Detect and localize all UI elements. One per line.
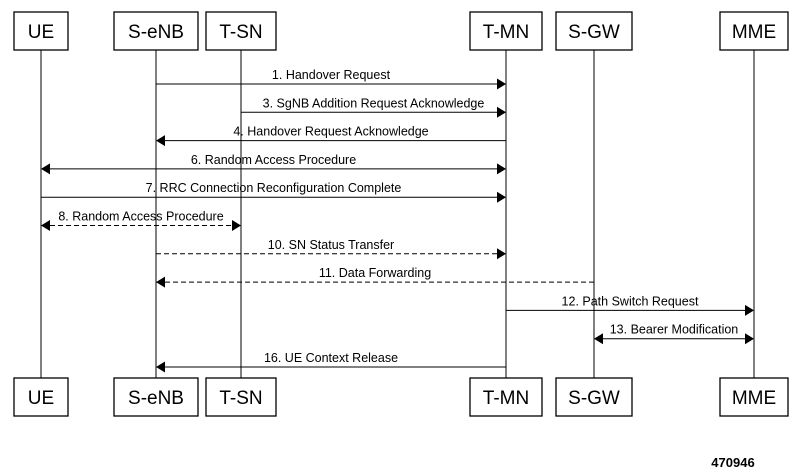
arrowhead — [745, 333, 754, 345]
message-label: 6. Random Access Procedure — [191, 153, 356, 167]
message-1: 1. Handover Request — [156, 68, 506, 90]
arrowhead — [156, 276, 165, 288]
message-8: 11. Data Forwarding — [156, 266, 594, 288]
actor-bottom-mme: MME — [719, 377, 789, 417]
arrowhead — [232, 220, 241, 231]
arrowhead — [745, 304, 754, 316]
arrowhead — [41, 220, 50, 231]
message-7: 10. SN Status Transfer — [156, 238, 506, 260]
message-label: 4. Handover Request Acknowledge — [233, 125, 428, 139]
actor-box — [205, 377, 277, 417]
actor-box — [555, 377, 633, 417]
arrowhead — [497, 191, 506, 203]
arrowhead — [156, 135, 165, 147]
actor-label: T-SN — [219, 388, 262, 409]
actor-label: MME — [732, 22, 776, 43]
message-label: 13. Bearer Modification — [610, 323, 739, 337]
actor-label: S-eNB — [128, 388, 184, 409]
actor-label: T-MN — [483, 22, 529, 43]
actor-box — [113, 377, 199, 417]
message-9: 12. Path Switch Request — [506, 294, 754, 316]
message-label: 8. Random Access Procedure — [58, 210, 223, 224]
arrowhead — [497, 163, 506, 175]
actor-top-ue: UE — [13, 11, 69, 51]
actor-box — [719, 377, 789, 417]
actor-bottom-ue: UE — [13, 377, 69, 417]
message-label: 7. RRC Connection Reconfiguration Comple… — [146, 181, 402, 195]
actor-bottom-tmn: T-MN — [469, 377, 543, 417]
actors-top: UE S-eNB T-SN T-MN S-GW MME — [13, 11, 789, 51]
actor-bottom-tsn: T-SN — [205, 377, 277, 417]
actor-box — [719, 11, 789, 51]
actor-label: T-SN — [219, 22, 262, 43]
actor-bottom-sgw: S-GW — [555, 377, 633, 417]
message-label: 1. Handover Request — [272, 68, 391, 82]
arrowhead — [41, 163, 50, 175]
actor-label: S-GW — [568, 388, 620, 409]
actor-label: S-eNB — [128, 22, 184, 43]
message-2: 3. SgNB Addition Request Acknowledge — [241, 96, 506, 118]
actor-top-tsn: T-SN — [205, 11, 277, 51]
actor-box — [13, 377, 69, 417]
actor-label: MME — [732, 388, 776, 409]
actor-box — [555, 11, 633, 51]
message-label: 16. UE Context Release — [264, 351, 398, 365]
actors-bottom: UE S-eNB T-SN T-MN S-GW MME — [13, 377, 789, 417]
actor-top-senb: S-eNB — [113, 11, 199, 51]
actor-label: UE — [28, 22, 54, 43]
figure-id: 470946 — [711, 455, 754, 470]
actor-box — [13, 11, 69, 51]
actor-top-tmn: T-MN — [469, 11, 543, 51]
actor-box — [469, 11, 543, 51]
actor-box — [113, 11, 199, 51]
message-6: 8. Random Access Procedure — [41, 210, 241, 231]
actor-box — [469, 377, 543, 417]
message-label: 3. SgNB Addition Request Acknowledge — [263, 96, 485, 110]
arrowhead — [497, 106, 506, 118]
arrowhead — [156, 361, 165, 373]
arrowhead — [594, 333, 603, 345]
lifelines — [40, 50, 755, 378]
actor-label: S-GW — [568, 22, 620, 43]
message-3: 4. Handover Request Acknowledge — [156, 125, 506, 147]
message-11: 16. UE Context Release — [156, 351, 506, 373]
arrowhead — [497, 248, 506, 260]
actor-label: T-MN — [483, 388, 529, 409]
actor-box — [205, 11, 277, 51]
message-label: 12. Path Switch Request — [562, 294, 699, 308]
message-4: 6. Random Access Procedure — [41, 153, 506, 175]
actor-bottom-senb: S-eNB — [113, 377, 199, 417]
message-10: 13. Bearer Modification — [594, 323, 754, 345]
message-label: 10. SN Status Transfer — [268, 238, 394, 252]
message-5: 7. RRC Connection Reconfiguration Comple… — [41, 181, 506, 203]
actor-top-sgw: S-GW — [555, 11, 633, 51]
actor-label: UE — [28, 388, 54, 409]
messages: 1. Handover Request 3. SgNB Addition Requ… — [41, 68, 754, 373]
arrowhead — [497, 78, 506, 90]
message-label: 11. Data Forwarding — [319, 266, 431, 280]
actor-top-mme: MME — [719, 11, 789, 51]
